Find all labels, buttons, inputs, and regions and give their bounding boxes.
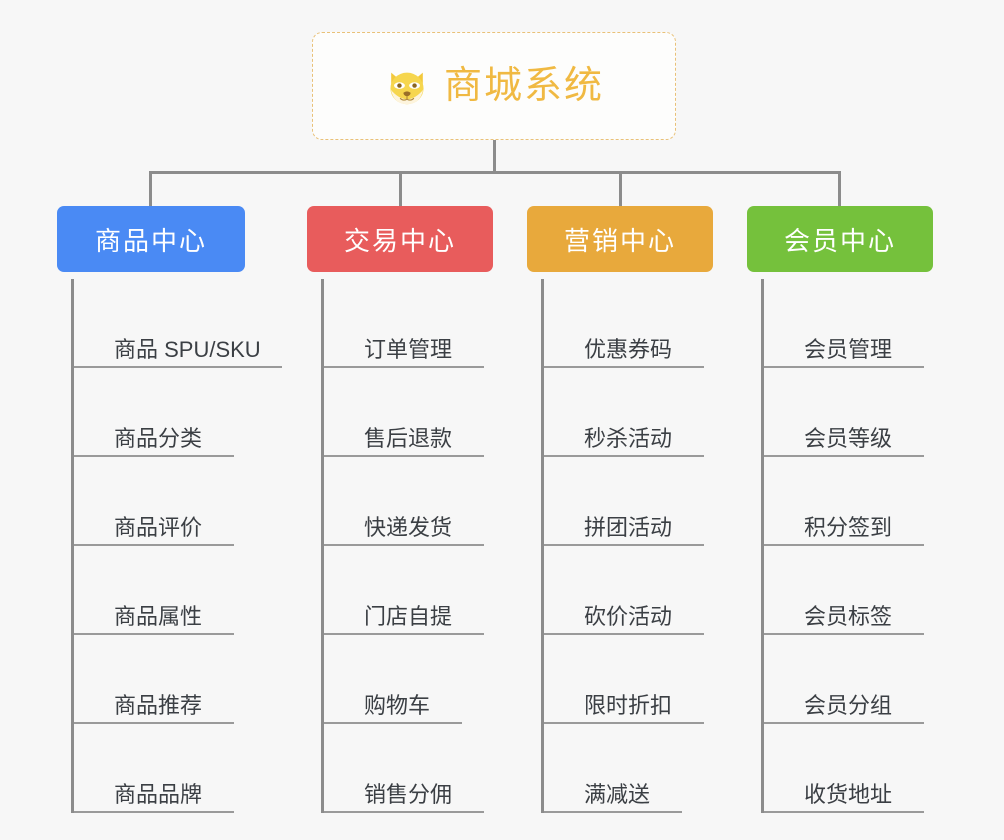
leaf-rule	[324, 544, 484, 546]
list-item[interactable]: 拼团活动	[544, 457, 713, 546]
leaf-rule	[74, 366, 282, 368]
leaf-rule	[764, 811, 924, 813]
list-item[interactable]: 优惠券码	[544, 279, 713, 368]
list-item[interactable]: 商品推荐	[74, 635, 267, 724]
connector-root-stem	[493, 140, 496, 173]
leaf-rule	[764, 722, 924, 724]
list-item[interactable]: 收货地址	[764, 724, 933, 813]
leaf-rule	[324, 811, 484, 813]
leaf-label: 会员等级	[804, 425, 893, 451]
connector-spine	[150, 171, 840, 174]
leaf-rule	[324, 633, 484, 635]
leaf-list-marketing: 优惠券码 秒杀活动 拼团活动 砍价活动 限时折扣 满减送	[541, 279, 713, 813]
list-item[interactable]: 订单管理	[324, 279, 493, 368]
leaf-label: 销售分佣	[364, 781, 453, 807]
connector-drop-trade	[399, 171, 402, 207]
leaf-rule	[324, 455, 484, 457]
list-item[interactable]: 商品属性	[74, 546, 267, 635]
leaf-label: 会员分组	[804, 692, 893, 718]
leaf-label: 会员管理	[804, 336, 893, 362]
leaf-list-products: 商品 SPU/SKU 商品分类 商品评价 商品属性 商品推荐 商品品牌	[71, 279, 282, 813]
leaf-label: 砍价活动	[584, 603, 673, 629]
list-item[interactable]: 售后退款	[324, 368, 493, 457]
connector-drop-member	[838, 171, 841, 207]
list-item[interactable]: 购物车	[324, 635, 493, 724]
leaf-rule	[544, 811, 682, 813]
leaf-label: 满减送	[584, 781, 651, 807]
leaf-label: 秒杀活动	[584, 425, 673, 451]
leaf-label: 商品品牌	[114, 781, 203, 807]
leaf-list-member: 会员管理 会员等级 积分签到 会员标签 会员分组 收货地址	[761, 279, 933, 813]
leaf-label: 会员标签	[804, 603, 893, 629]
leaf-label: 商品推荐	[114, 692, 203, 718]
list-item[interactable]: 快递发货	[324, 457, 493, 546]
branch-header-label: 商品中心	[94, 225, 207, 256]
leaf-rule	[324, 366, 484, 368]
branch-products: 商品中心 商品 SPU/SKU 商品分类 商品评价 商品属性 商品推荐	[57, 206, 282, 813]
leaf-rule	[74, 455, 234, 457]
leaf-rule	[74, 544, 234, 546]
branch-header-marketing[interactable]: 营销中心	[527, 206, 713, 272]
branch-trade: 交易中心 订单管理 售后退款 快递发货 门店自提 购物车	[307, 206, 493, 813]
leaf-rule	[544, 722, 704, 724]
root-node[interactable]: 商城系统	[312, 32, 676, 140]
shiba-dog-face-icon	[384, 64, 430, 110]
leaf-label: 限时折扣	[584, 692, 673, 718]
branch-member: 会员中心 会员管理 会员等级 积分签到 会员标签 会员分组	[747, 206, 933, 813]
leaf-rule	[74, 811, 234, 813]
leaf-rule	[74, 633, 234, 635]
leaf-rule	[764, 633, 924, 635]
list-item[interactable]: 门店自提	[324, 546, 493, 635]
list-item[interactable]: 砍价活动	[544, 546, 713, 635]
list-item[interactable]: 会员等级	[764, 368, 933, 457]
leaf-rule	[544, 633, 704, 635]
leaf-label: 积分签到	[804, 514, 893, 540]
leaf-rule	[324, 722, 462, 724]
branch-header-products[interactable]: 商品中心	[57, 206, 245, 272]
leaf-label: 售后退款	[364, 425, 453, 451]
leaf-label: 门店自提	[364, 603, 453, 629]
leaf-rule	[764, 544, 924, 546]
list-item[interactable]: 会员标签	[764, 546, 933, 635]
list-item[interactable]: 商品品牌	[74, 724, 267, 813]
leaf-rule	[764, 455, 924, 457]
list-item[interactable]: 会员分组	[764, 635, 933, 724]
leaf-label: 商品 SPU/SKU	[114, 336, 261, 362]
leaf-label: 商品分类	[114, 425, 203, 451]
leaf-label: 拼团活动	[584, 514, 673, 540]
branch-header-label: 会员中心	[783, 225, 896, 256]
list-item[interactable]: 限时折扣	[544, 635, 713, 724]
leaf-rule	[74, 722, 234, 724]
leaf-label: 购物车	[364, 692, 431, 718]
list-item[interactable]: 积分签到	[764, 457, 933, 546]
leaf-label: 收货地址	[804, 781, 893, 807]
root-title: 商城系统	[443, 65, 604, 107]
list-item[interactable]: 商品评价	[74, 457, 267, 546]
leaf-label: 订单管理	[364, 336, 453, 362]
branch-header-label: 营销中心	[563, 225, 676, 256]
branch-header-trade[interactable]: 交易中心	[307, 206, 493, 272]
branch-header-label: 交易中心	[343, 225, 456, 256]
list-item[interactable]: 秒杀活动	[544, 368, 713, 457]
branch-header-member[interactable]: 会员中心	[747, 206, 933, 272]
leaf-rule	[544, 366, 704, 368]
leaf-rule	[544, 455, 704, 457]
list-item[interactable]: 商品 SPU/SKU	[74, 279, 282, 368]
leaf-rule	[764, 366, 924, 368]
list-item[interactable]: 满减送	[544, 724, 713, 813]
list-item[interactable]: 会员管理	[764, 279, 933, 368]
leaf-label: 快递发货	[364, 514, 453, 540]
leaf-label: 商品属性	[114, 603, 203, 629]
list-item[interactable]: 商品分类	[74, 368, 267, 457]
connector-drop-products	[149, 171, 152, 207]
leaf-list-trade: 订单管理 售后退款 快递发货 门店自提 购物车 销售分佣	[321, 279, 493, 813]
leaf-label: 优惠券码	[584, 336, 673, 362]
list-item[interactable]: 销售分佣	[324, 724, 493, 813]
branch-marketing: 营销中心 优惠券码 秒杀活动 拼团活动 砍价活动 限时折扣	[527, 206, 713, 813]
connector-drop-marketing	[619, 171, 622, 207]
leaf-label: 商品评价	[114, 514, 203, 540]
leaf-rule	[544, 544, 704, 546]
